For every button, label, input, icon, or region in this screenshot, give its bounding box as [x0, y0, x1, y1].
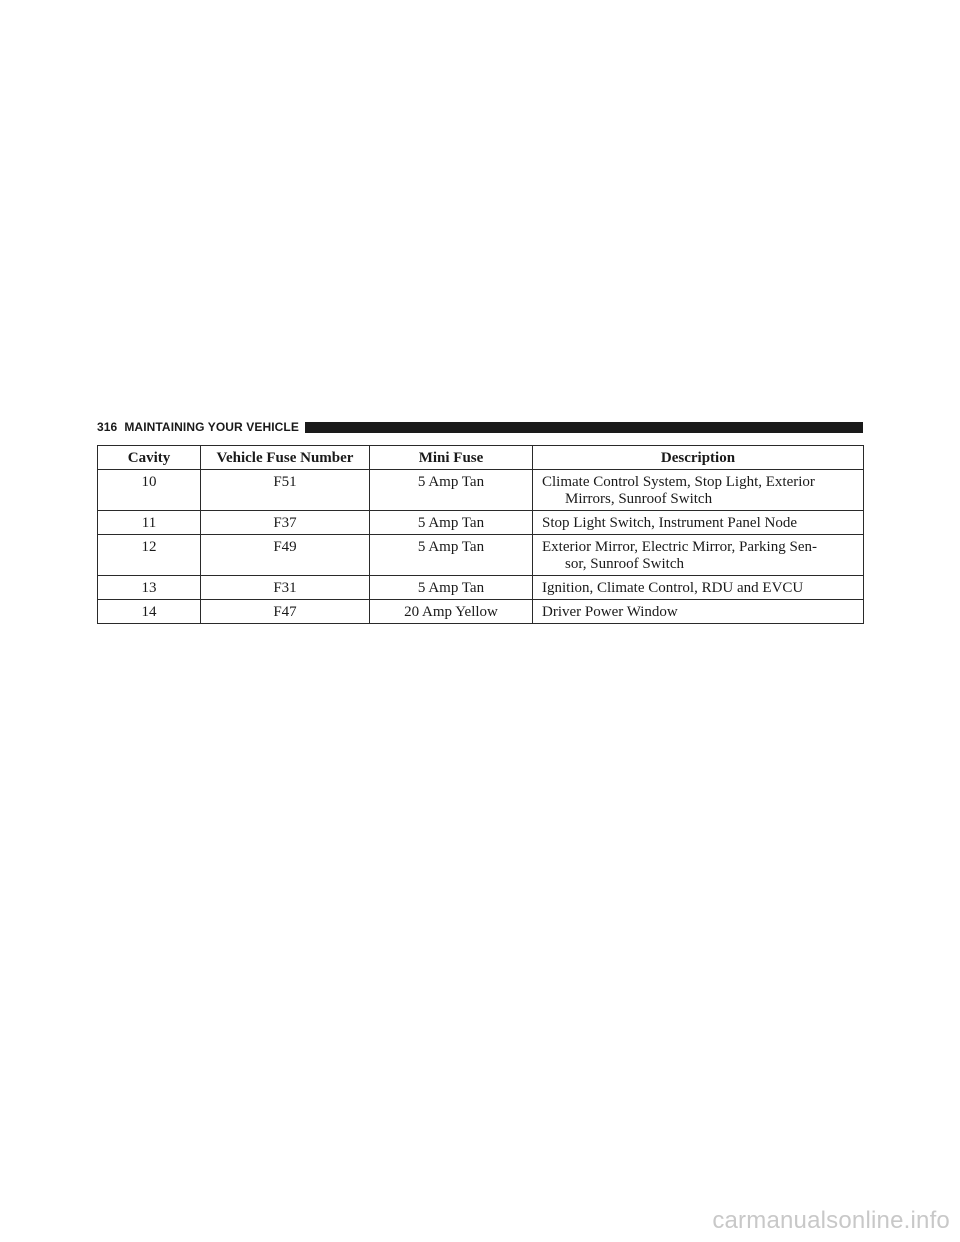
description-cell: Exterior Mirror, Electric Mirror, Parkin…	[532, 534, 864, 576]
page-number: 316	[97, 420, 118, 434]
cavity-cell: 14	[97, 599, 201, 624]
mini-fuse-cell: 20 Amp Yellow	[369, 599, 533, 624]
mini-fuse-cell: 5 Amp Tan	[369, 575, 533, 600]
description-line: Exterior Mirror, Electric Mirror, Parkin…	[542, 539, 817, 555]
description-cell: Driver Power Window	[532, 599, 864, 624]
mini-fuse-cell: 5 Amp Tan	[369, 534, 533, 576]
description-line: Driver Power Window	[542, 604, 678, 620]
cavity-cell: 12	[97, 534, 201, 576]
column-header-mini-fuse: Mini Fuse	[369, 445, 533, 470]
table-row: 10 F51 5 Amp Tan Climate Control System,…	[97, 469, 864, 511]
watermark: carmanualsonline.info	[712, 1207, 950, 1234]
column-header-vehicle-fuse-number: Vehicle Fuse Number	[200, 445, 370, 470]
vehicle-fuse-number-cell: F31	[200, 575, 370, 600]
vehicle-fuse-number-cell: F49	[200, 534, 370, 576]
section-title: MAINTAINING YOUR VEHICLE	[124, 420, 299, 434]
table-row: 12 F49 5 Amp Tan Exterior Mirror, Electr…	[97, 534, 864, 576]
description-line-continued: Mirrors, Sunroof Switch	[565, 491, 713, 507]
cavity-cell: 13	[97, 575, 201, 600]
description-cell: Stop Light Switch, Instrument Panel Node	[532, 510, 864, 535]
column-header-description: Description	[532, 445, 864, 470]
header-rule	[304, 421, 863, 433]
table-row: 11 F37 5 Amp Tan Stop Light Switch, Inst…	[97, 510, 864, 535]
cavity-cell: 10	[97, 469, 201, 511]
cavity-cell: 11	[97, 510, 201, 535]
description-line: Stop Light Switch, Instrument Panel Node	[542, 515, 797, 531]
column-header-cavity: Cavity	[97, 445, 201, 470]
description-line: Climate Control System, Stop Light, Exte…	[542, 474, 815, 490]
vehicle-fuse-number-cell: F37	[200, 510, 370, 535]
vehicle-fuse-number-cell: F47	[200, 599, 370, 624]
table-row: 13 F31 5 Amp Tan Ignition, Climate Contr…	[97, 575, 864, 600]
mini-fuse-cell: 5 Amp Tan	[369, 469, 533, 511]
vehicle-fuse-number-cell: F51	[200, 469, 370, 511]
description-line: Ignition, Climate Control, RDU and EVCU	[542, 580, 804, 596]
table-header-row: Cavity Vehicle Fuse Number Mini Fuse Des…	[97, 445, 864, 470]
table-row: 14 F47 20 Amp Yellow Driver Power Window	[97, 599, 864, 624]
page-header: 316 MAINTAINING YOUR VEHICLE	[97, 419, 863, 435]
description-line-continued: sor, Sunroof Switch	[565, 556, 684, 572]
description-cell: Ignition, Climate Control, RDU and EVCU	[532, 575, 864, 600]
fuse-table: Cavity Vehicle Fuse Number Mini Fuse Des…	[97, 445, 864, 624]
mini-fuse-cell: 5 Amp Tan	[369, 510, 533, 535]
description-cell: Climate Control System, Stop Light, Exte…	[532, 469, 864, 511]
